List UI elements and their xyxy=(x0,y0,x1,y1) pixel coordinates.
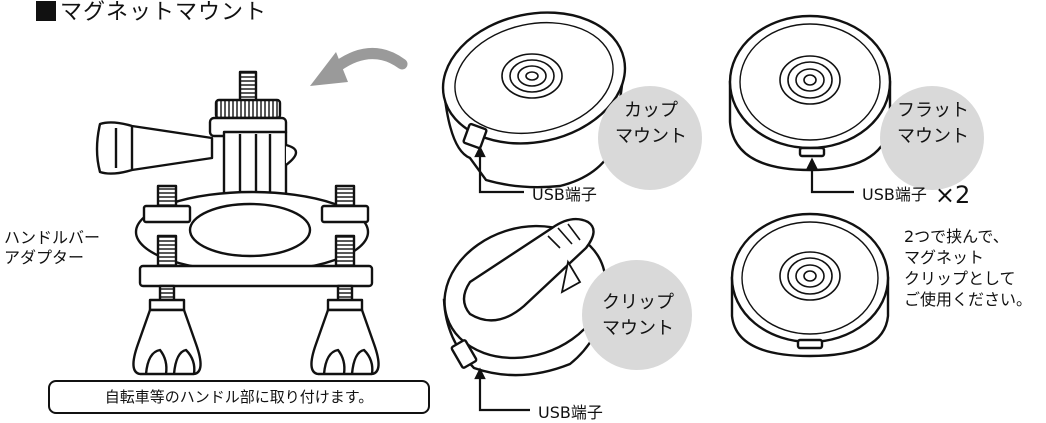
clip-usage-note: 2つで挟んで、 マグネット クリップとして ご使用ください。 xyxy=(904,226,1032,310)
handlebar-adapter-label-line2: アダプター xyxy=(4,248,85,267)
clip-usage-note-line1: 2つで挟んで、 xyxy=(904,227,1009,246)
rotate-arrow-icon xyxy=(310,48,408,86)
clip-mount-label: クリップ マウント xyxy=(590,290,686,342)
clip-usage-note-line3: クリップとして xyxy=(904,269,1016,288)
flat-usb-label: USB端子 ×2 xyxy=(862,181,970,209)
clip-usage-note-line4: ご使用ください。 xyxy=(904,290,1033,309)
clip-mount-label-line2: マウント xyxy=(602,318,674,339)
usb-leader-lines xyxy=(474,145,854,412)
flat-usb-label-text: USB端子 xyxy=(862,185,927,204)
cup-mount-drawing xyxy=(441,11,627,189)
handlebar-adapter-label: ハンドルバー アダプター xyxy=(4,228,100,268)
cup-mount-label-line1: カップ xyxy=(624,100,678,121)
cup-mount-badge xyxy=(598,86,702,190)
flat-mount-label-line1: フラット xyxy=(897,100,969,121)
diagram-title-text: マグネットマウント xyxy=(60,0,268,25)
clip-usb-label: USB端子 xyxy=(538,403,603,422)
square-bullet-icon xyxy=(36,1,56,21)
flat-mount-badge xyxy=(880,86,984,190)
flat-multiplier: ×2 xyxy=(934,181,971,209)
diagram-title: マグネットマウント xyxy=(36,0,267,26)
clip-mount-badge xyxy=(582,260,692,370)
clip-mount-drawing xyxy=(442,217,608,377)
flat-mount-label-line2: マウント xyxy=(897,126,969,147)
handlebar-adapter-drawing xyxy=(95,70,380,376)
handlebar-caption: 自転車等のハンドル部に取り付けます。 xyxy=(48,380,430,414)
cup-mount-label-line2: マウント xyxy=(615,126,687,147)
clip-usage-note-line2: マグネット xyxy=(904,248,985,267)
flat-mount-label: フラット マウント xyxy=(888,98,978,150)
handlebar-adapter-label-line1: ハンドルバー xyxy=(4,228,101,247)
clip-mount-label-line1: クリップ xyxy=(602,292,674,313)
cup-mount-label: カップ マウント xyxy=(606,98,696,150)
cup-usb-label: USB端子 xyxy=(532,185,597,204)
flat-mount-pair-drawing xyxy=(730,212,890,358)
flat-mount-drawing xyxy=(728,14,892,172)
